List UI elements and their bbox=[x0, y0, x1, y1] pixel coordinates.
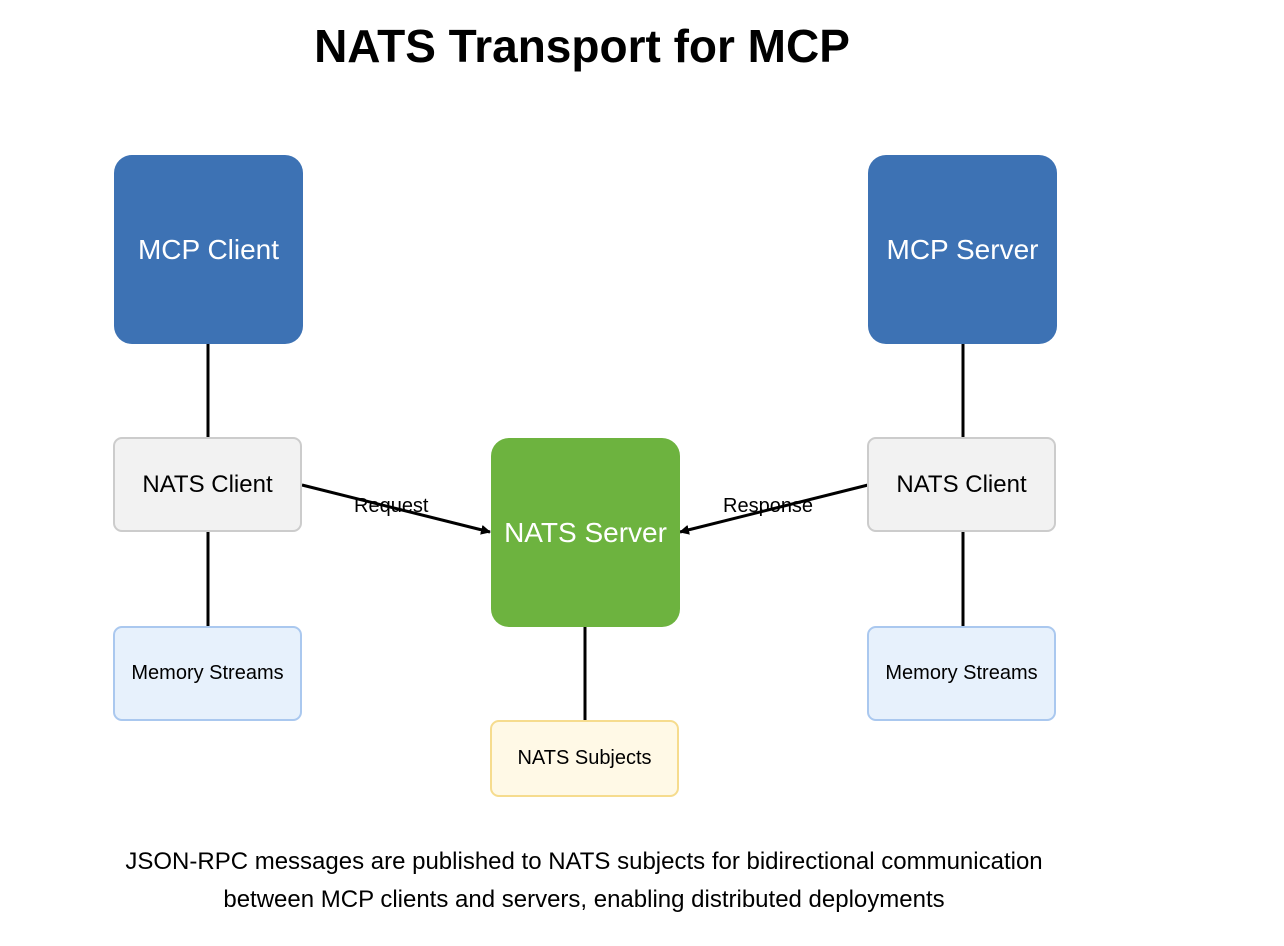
caption-line-2: between MCP clients and servers, enablin… bbox=[223, 886, 945, 913]
response-label: Response bbox=[723, 495, 814, 517]
response-arrow bbox=[679, 483, 869, 535]
caption-line-1: JSON-RPC messages are published to NATS … bbox=[125, 848, 1043, 875]
nats-client-right-box: NATS Client bbox=[867, 437, 1056, 532]
memory-streams-left-box: Memory Streams bbox=[113, 626, 302, 721]
nats-server-box: NATS Server bbox=[491, 438, 680, 627]
mcp-server-box: MCP Server bbox=[868, 155, 1057, 344]
nats-client-left-box: NATS Client bbox=[113, 437, 302, 532]
request-label: Request bbox=[354, 495, 429, 517]
diagram-title: NATS Transport for MCP bbox=[314, 20, 850, 72]
memory-streams-right-box: Memory Streams bbox=[867, 626, 1056, 721]
nats-subjects-box: NATS Subjects bbox=[490, 720, 679, 797]
mcp-client-box: MCP Client bbox=[114, 155, 303, 344]
request-arrow bbox=[301, 483, 491, 535]
